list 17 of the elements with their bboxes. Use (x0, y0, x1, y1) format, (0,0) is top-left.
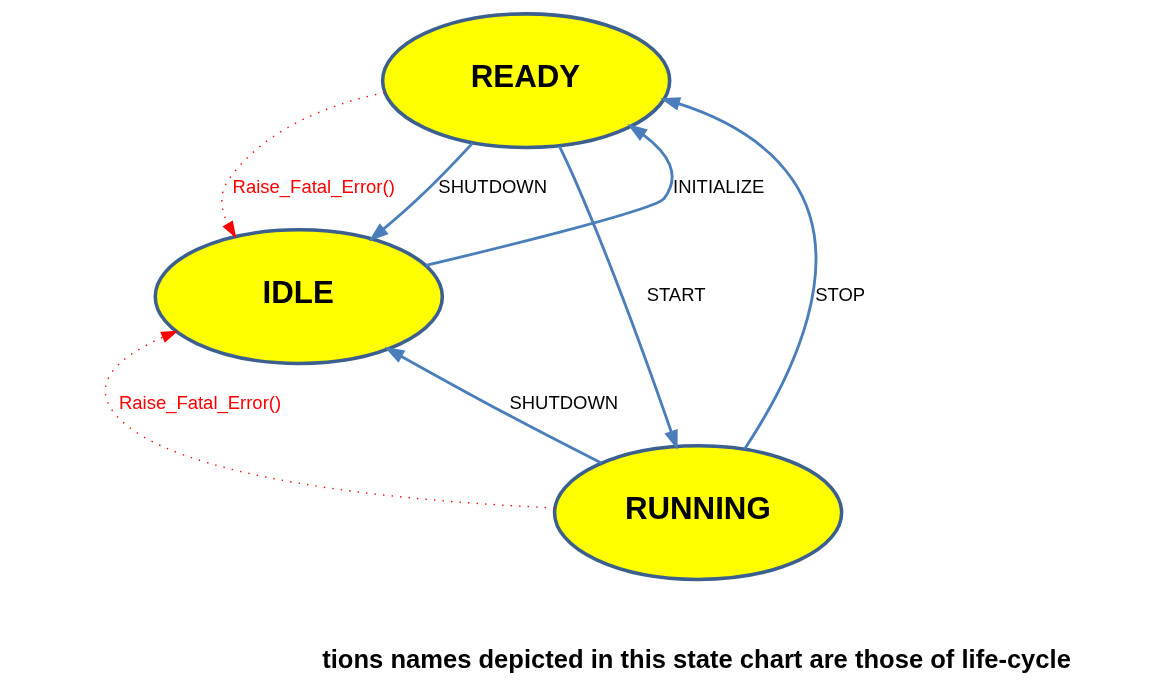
arrow (425, 124, 674, 267)
arrow (104, 330, 556, 509)
arrow (558, 145, 678, 451)
node-ellipse: RUNNING (552, 444, 844, 582)
edge-label: START (646, 284, 706, 306)
edge-label: INITIALIZE (673, 176, 765, 198)
arrow (660, 97, 818, 450)
edge-label: SHUTDOWN (438, 176, 548, 198)
edge-label: STOP (815, 284, 866, 306)
arrow (384, 346, 602, 465)
edge-label: Raise_Fatal_Error() (232, 176, 395, 198)
label: tions names depicted in this state chart are those of life-cycle (322, 645, 1071, 674)
node-ellipse: READY (380, 12, 672, 150)
edge-label: Raise_Fatal_Error() (118, 392, 282, 414)
arrow (221, 91, 386, 239)
edge-label: SHUTDOWN (509, 392, 619, 414)
arrow (368, 141, 474, 242)
